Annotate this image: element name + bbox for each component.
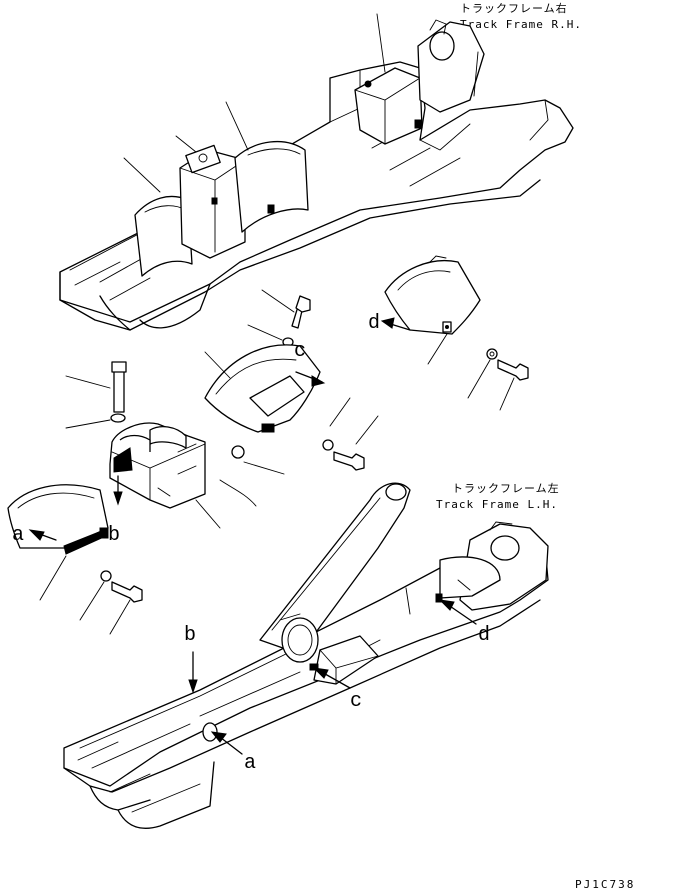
track-frame-rh: トラックフレーム右 Track Frame R.H. (59, 1, 582, 331)
washer-a (100, 570, 112, 582)
caption-rh-jp: トラックフレーム右 (460, 1, 568, 15)
rh-idler-yoke (417, 21, 485, 113)
label-d-lower: d (478, 624, 490, 647)
label-b-left: b (108, 524, 120, 547)
cover-group-d: d (368, 255, 529, 411)
washer-left (110, 413, 126, 423)
caption-lh-jp: トラックフレーム左 (452, 482, 560, 495)
guard-plate (204, 344, 321, 433)
rh-rear-cover (134, 195, 193, 277)
rh-front-mount (354, 67, 423, 145)
bolt-d (497, 359, 529, 381)
label-c-upper: c (294, 340, 306, 363)
lh-frame-beam (63, 545, 549, 787)
guard-group-c: c (204, 289, 379, 507)
cover-d (384, 260, 481, 335)
track-frame-lh: トラックフレーム左 Track Frame L.H. (63, 482, 560, 829)
lh-link (259, 482, 411, 655)
washer-d (486, 348, 498, 360)
lh-mount-pad (313, 635, 379, 685)
drawing-code: PJ1C738 (575, 878, 635, 891)
bolt-a (111, 581, 143, 603)
cover-group-ab: a b (7, 484, 143, 635)
label-c-lower: c (350, 690, 362, 713)
label-a-left: a (12, 524, 24, 547)
label-b-lower: b (184, 624, 196, 647)
label-a-lower: a (244, 752, 256, 775)
caption-lh-en: Track Frame L.H. (436, 498, 558, 511)
rh-mid-cover (234, 140, 309, 233)
label-d-upper: d (368, 312, 380, 335)
long-bolt (113, 369, 125, 413)
lh-mount-ring (281, 617, 319, 663)
bracket-assembly (65, 361, 221, 529)
bolt-c (333, 451, 365, 471)
rh-frame-beam (59, 61, 574, 323)
washer-c (322, 439, 334, 451)
caption-rh-en: Track Frame R.H. (460, 18, 582, 31)
